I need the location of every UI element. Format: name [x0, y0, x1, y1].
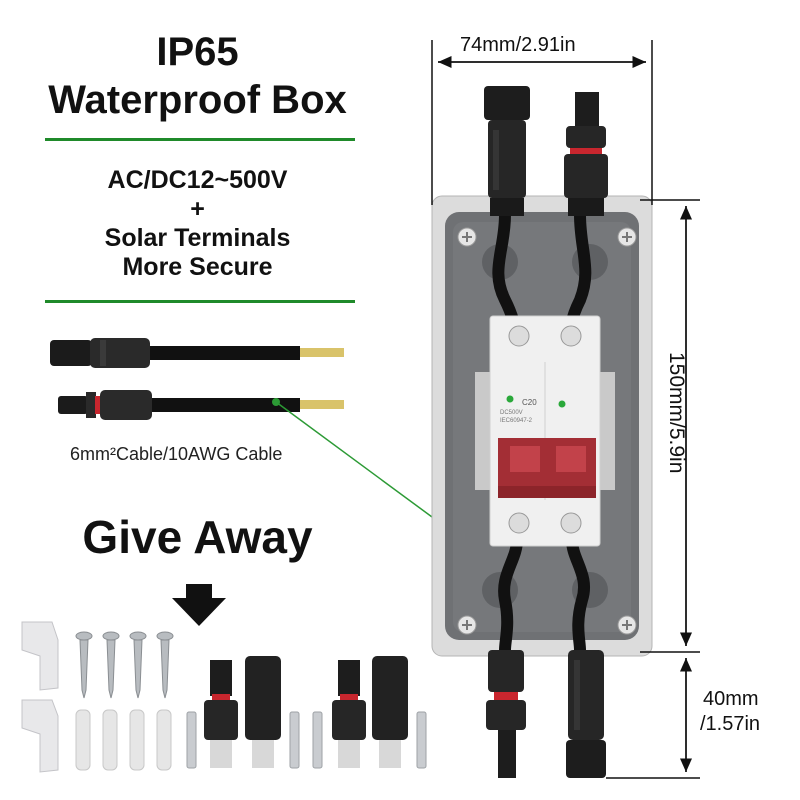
- spec-plus: +: [190, 195, 205, 223]
- breaker-standard: IEC60947-2: [500, 418, 533, 424]
- spec-solar-terminals: Solar Terminals: [104, 224, 291, 252]
- connector-dimension-in: /1.57in: [700, 713, 761, 735]
- metal-pin-icons: [186, 711, 427, 769]
- breaker-rating: C20: [522, 398, 537, 407]
- connector-dimension-mm: 40mm: [703, 688, 759, 710]
- dimension-lines: [431, 40, 700, 779]
- circuit-breaker: C20 DC500V IEC60947-2 6000: [489, 315, 601, 547]
- headline-waterproof-box: Waterproof Box: [48, 78, 347, 122]
- solar-cable-male: [58, 390, 344, 420]
- connector-bottom-left: [486, 650, 526, 778]
- spare-connector-pair-2: [332, 656, 408, 768]
- divider-bottom: [45, 300, 355, 303]
- spec-more-secure: More Secure: [122, 253, 273, 281]
- connector-top-left: [484, 86, 530, 216]
- width-dimension-label: 74mm/2.91in: [460, 34, 576, 56]
- screw-icons: [75, 631, 174, 699]
- give-away-heading: Give Away: [82, 511, 313, 563]
- breaker-voltage: DC500V: [500, 410, 523, 416]
- connector-bottom-right: [566, 650, 606, 778]
- headline-ip65: IP65: [156, 30, 239, 74]
- wall-anchor-icons: [75, 709, 172, 771]
- connector-top-right: [564, 92, 608, 216]
- spare-connector-pair-1: [204, 656, 281, 768]
- cable-label: 6mm²Cable/10AWG Cable: [70, 444, 283, 464]
- divider-top: [45, 138, 355, 141]
- mounting-bracket-icons: [21, 621, 59, 773]
- solar-cable-female: [50, 338, 344, 368]
- down-arrow-icon: [172, 584, 226, 626]
- spec-voltage: AC/DC12~500V: [107, 166, 288, 194]
